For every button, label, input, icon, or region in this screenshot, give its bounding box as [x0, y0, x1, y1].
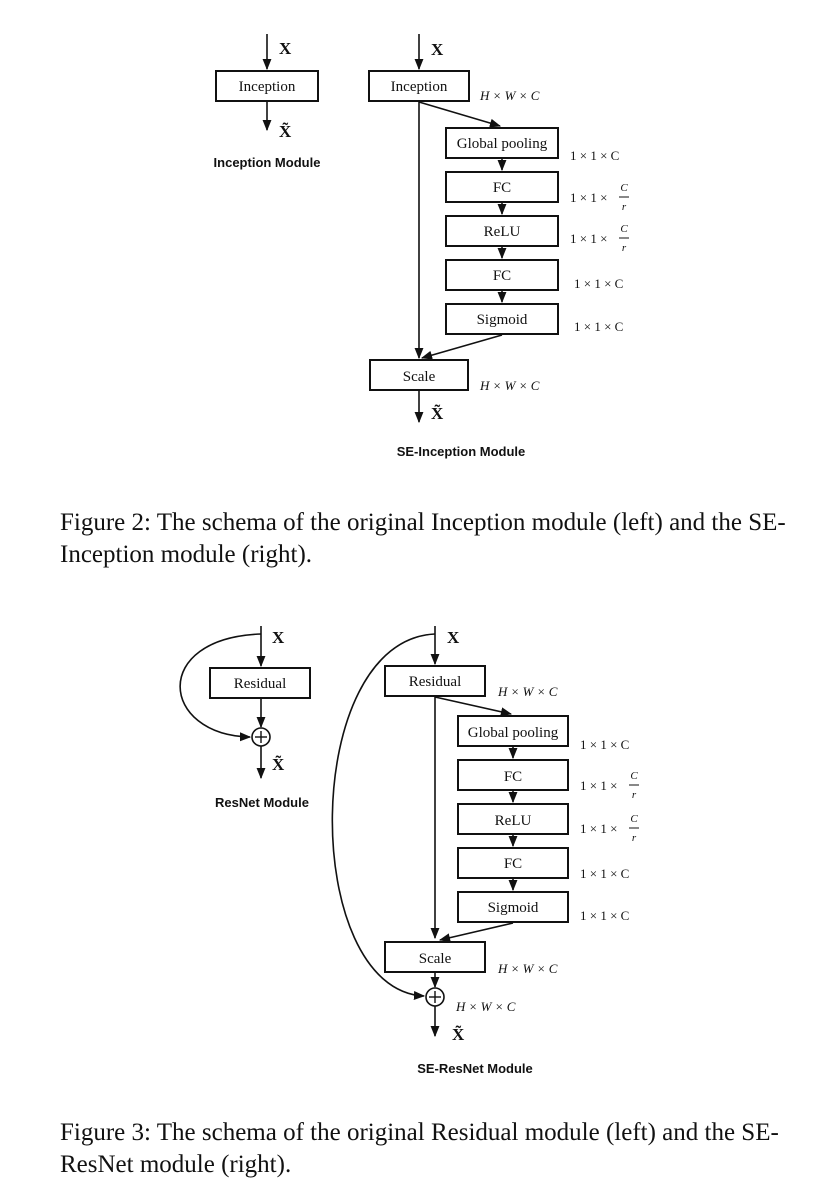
relu-label: ReLU	[484, 224, 521, 240]
inception-module-diagram: X Inception X̃ Inception Module	[214, 34, 321, 170]
input-label: X	[447, 628, 460, 647]
dim-label-hwc: H × W × C	[455, 999, 516, 1014]
input-label: X	[431, 40, 444, 59]
dim-label-hwc: H × W × C	[497, 684, 558, 699]
scale-block	[369, 359, 469, 391]
global-pooling-label: Global pooling	[457, 136, 548, 152]
fc-label-2: FC	[504, 856, 522, 872]
inception-block-label: Inception	[239, 79, 296, 95]
residual-block-label: Residual	[234, 676, 287, 692]
output-label: X̃	[431, 403, 444, 423]
branch-arrow	[418, 101, 502, 128]
residual-block	[384, 665, 486, 697]
fc-label-1: FC	[493, 180, 511, 196]
dim-label-11cr: 1 × 1 × C r	[580, 770, 639, 801]
se-resnet-module-diagram: X Residual H × W × C Global pooling 1 × …	[331, 626, 639, 1076]
branch-arrow	[434, 696, 513, 717]
inception-block-label: Inception	[391, 79, 448, 95]
dim-label-hwc: H × W × C	[479, 378, 540, 393]
scale-label: Scale	[419, 951, 452, 967]
residual-block	[209, 667, 311, 699]
frac-denominator: r	[632, 789, 637, 801]
inception-block	[368, 70, 470, 102]
dim-label-11cr: 1 × 1 × C r	[580, 813, 639, 844]
dim-label-11c: 1 × 1 × C	[580, 866, 629, 881]
inception-module-title: Inception Module	[214, 155, 321, 170]
fc-label-2: FC	[493, 268, 511, 284]
input-label: X	[272, 628, 285, 647]
dim-label-11c: 1 × 1 × C	[580, 737, 629, 752]
dim-prefix: 1 × 1 ×	[580, 778, 617, 793]
dim-prefix: 1 × 1 ×	[570, 231, 607, 246]
sigmoid-block	[445, 303, 559, 335]
frac-numerator: C	[630, 813, 638, 825]
output-label: X̃	[272, 754, 285, 774]
resnet-module-diagram: X Residual X̃ ResNet Module	[179, 626, 311, 810]
dim-prefix: 1 × 1 ×	[570, 190, 607, 205]
gate-arrow	[438, 922, 514, 943]
scale-block	[384, 941, 486, 973]
input-label: X	[279, 39, 292, 58]
global-pooling-block	[457, 715, 569, 747]
se-inception-module-title: SE-Inception Module	[397, 444, 526, 459]
sigmoid-label: Sigmoid	[488, 900, 539, 916]
dim-label-11c: 1 × 1 × C	[574, 319, 623, 334]
output-label: X̃	[452, 1024, 465, 1044]
sigmoid-block	[457, 891, 569, 923]
relu-block	[457, 803, 569, 835]
dim-label-hwc: H × W × C	[497, 961, 558, 976]
frac-denominator: r	[622, 201, 627, 213]
fc-block-1	[457, 759, 569, 791]
figure-3-caption: Figure 3: The schema of the original Res…	[60, 1119, 779, 1178]
gate-arrow	[420, 334, 503, 360]
dim-label-11cr: 1 × 1 × C r	[570, 223, 629, 254]
fc-block-2	[445, 259, 559, 291]
frac-denominator: r	[622, 242, 627, 254]
add-icon	[425, 987, 445, 1007]
skip-connection	[179, 633, 262, 742]
inception-block	[215, 70, 319, 102]
figure-2-caption: Figure 2: The schema of the original Inc…	[60, 509, 786, 568]
frac-numerator: C	[630, 770, 638, 782]
frac-numerator: C	[620, 182, 628, 194]
dim-label-11c: 1 × 1 × C	[580, 908, 629, 923]
scale-label: Scale	[403, 369, 436, 385]
frac-numerator: C	[620, 223, 628, 235]
residual-block-label: Residual	[409, 674, 462, 690]
relu-label: ReLU	[495, 813, 532, 829]
dim-label-hwc: H × W × C	[479, 88, 540, 103]
output-label: X̃	[279, 121, 292, 141]
skip-connection	[331, 633, 436, 1000]
fc-block-1	[445, 171, 559, 203]
global-pooling-label: Global pooling	[468, 725, 559, 741]
resnet-module-title: ResNet Module	[215, 795, 309, 810]
global-pooling-block	[445, 127, 559, 159]
frac-denominator: r	[632, 832, 637, 844]
sigmoid-label: Sigmoid	[477, 312, 528, 328]
add-icon	[251, 727, 271, 747]
fc-block-2	[457, 847, 569, 879]
relu-block	[445, 215, 559, 247]
dim-label-11c: 1 × 1 × C	[574, 276, 623, 291]
dim-prefix: 1 × 1 ×	[580, 821, 617, 836]
dim-label-11cr: 1 × 1 × C r	[570, 182, 629, 213]
fc-label-1: FC	[504, 769, 522, 785]
dim-label-11c: 1 × 1 × C	[570, 148, 619, 163]
se-inception-module-diagram: X Inception H × W × C Global pooling 1 ×…	[368, 34, 629, 459]
se-resnet-module-title: SE-ResNet Module	[417, 1061, 533, 1076]
